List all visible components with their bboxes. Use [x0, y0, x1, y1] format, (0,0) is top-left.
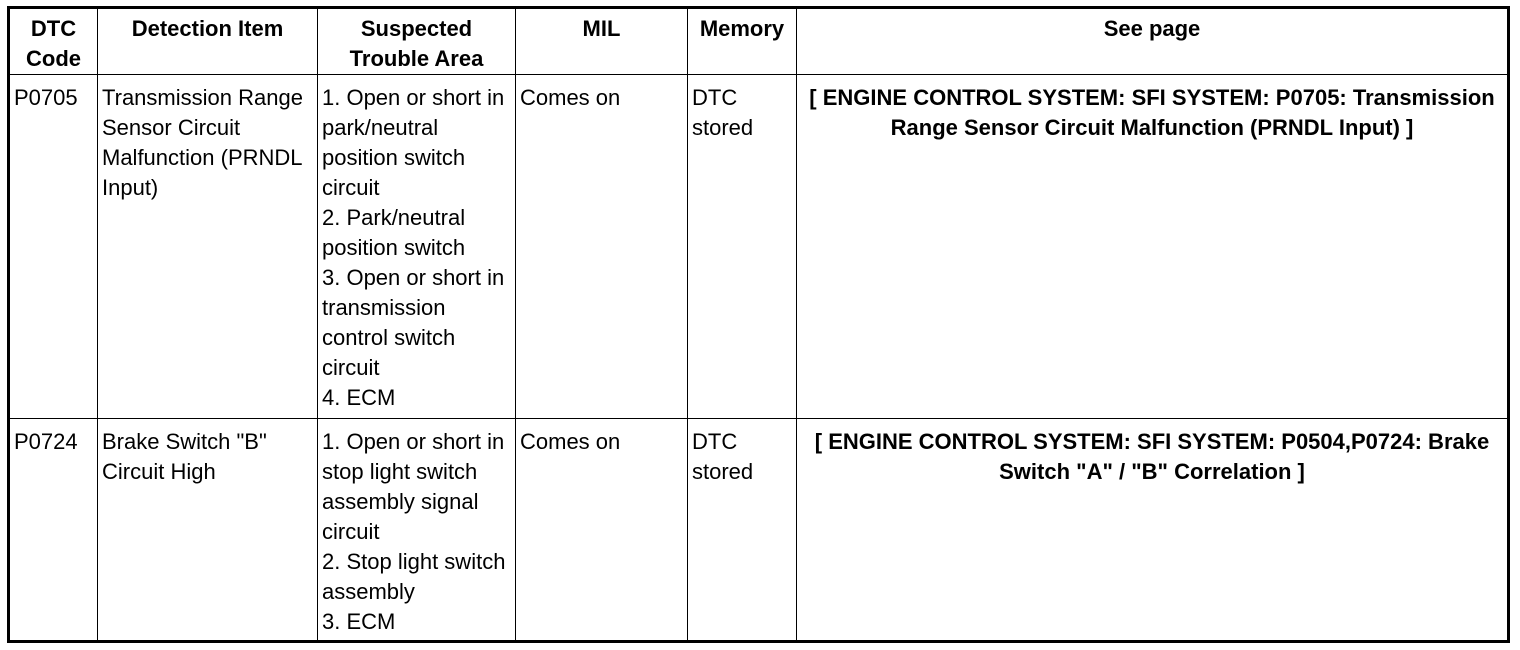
table-row: P0705 Transmission Range Sensor Circuit … — [8, 74, 1509, 419]
header-suspected-trouble-area: Suspected Trouble Area — [317, 7, 516, 75]
header-dtc-code: DTC Code — [8, 7, 98, 75]
cell-memory: DTC stored — [687, 74, 797, 419]
table-body: P0705 Transmission Range Sensor Circuit … — [8, 74, 1509, 643]
cell-dtc-code: P0705 — [8, 74, 98, 419]
cell-detection-item: Transmission Range Sensor Circuit Malfun… — [97, 74, 318, 419]
cell-memory: DTC stored — [687, 417, 797, 643]
trouble-area-item: 2. Park/neutral position switch — [322, 205, 466, 260]
trouble-area-item: 1. Open or short in park/neutral positio… — [322, 85, 505, 200]
cell-detection-item: Brake Switch "B" Circuit High — [97, 417, 318, 643]
table-header: DTC Code Detection Item Suspected Troubl… — [8, 7, 1509, 75]
header-see-page: See page — [796, 7, 1509, 75]
header-detection-item: Detection Item — [97, 7, 318, 75]
cell-dtc-code: P0724 — [8, 417, 98, 643]
trouble-area-item: 4. ECM — [322, 385, 396, 410]
cell-suspected-trouble-area: 1. Open or short in park/neutral positio… — [317, 74, 516, 419]
cell-mil: Comes on — [515, 417, 688, 643]
header-row: DTC Code Detection Item Suspected Troubl… — [8, 7, 1509, 75]
trouble-area-item: 3. ECM — [322, 608, 396, 634]
cell-suspected-trouble-area: 1. Open or short in stop light switch as… — [317, 417, 516, 643]
cell-see-page-link[interactable]: [ ENGINE CONTROL SYSTEM: SFI SYSTEM: P05… — [796, 417, 1509, 643]
cell-mil: Comes on — [515, 74, 688, 419]
trouble-area-item: 3. Open or short in transmission control… — [322, 265, 505, 380]
cell-see-page-link[interactable]: [ ENGINE CONTROL SYSTEM: SFI SYSTEM: P07… — [796, 74, 1509, 419]
table-row: P0724 Brake Switch "B" Circuit High 1. O… — [8, 417, 1509, 643]
header-mil: MIL — [515, 7, 688, 75]
dtc-table: DTC Code Detection Item Suspected Troubl… — [7, 6, 1510, 643]
header-memory: Memory — [687, 7, 797, 75]
trouble-area-item: 1. Open or short in stop light switch as… — [322, 428, 505, 544]
trouble-area-item: 2. Stop light switch assembly — [322, 548, 506, 604]
